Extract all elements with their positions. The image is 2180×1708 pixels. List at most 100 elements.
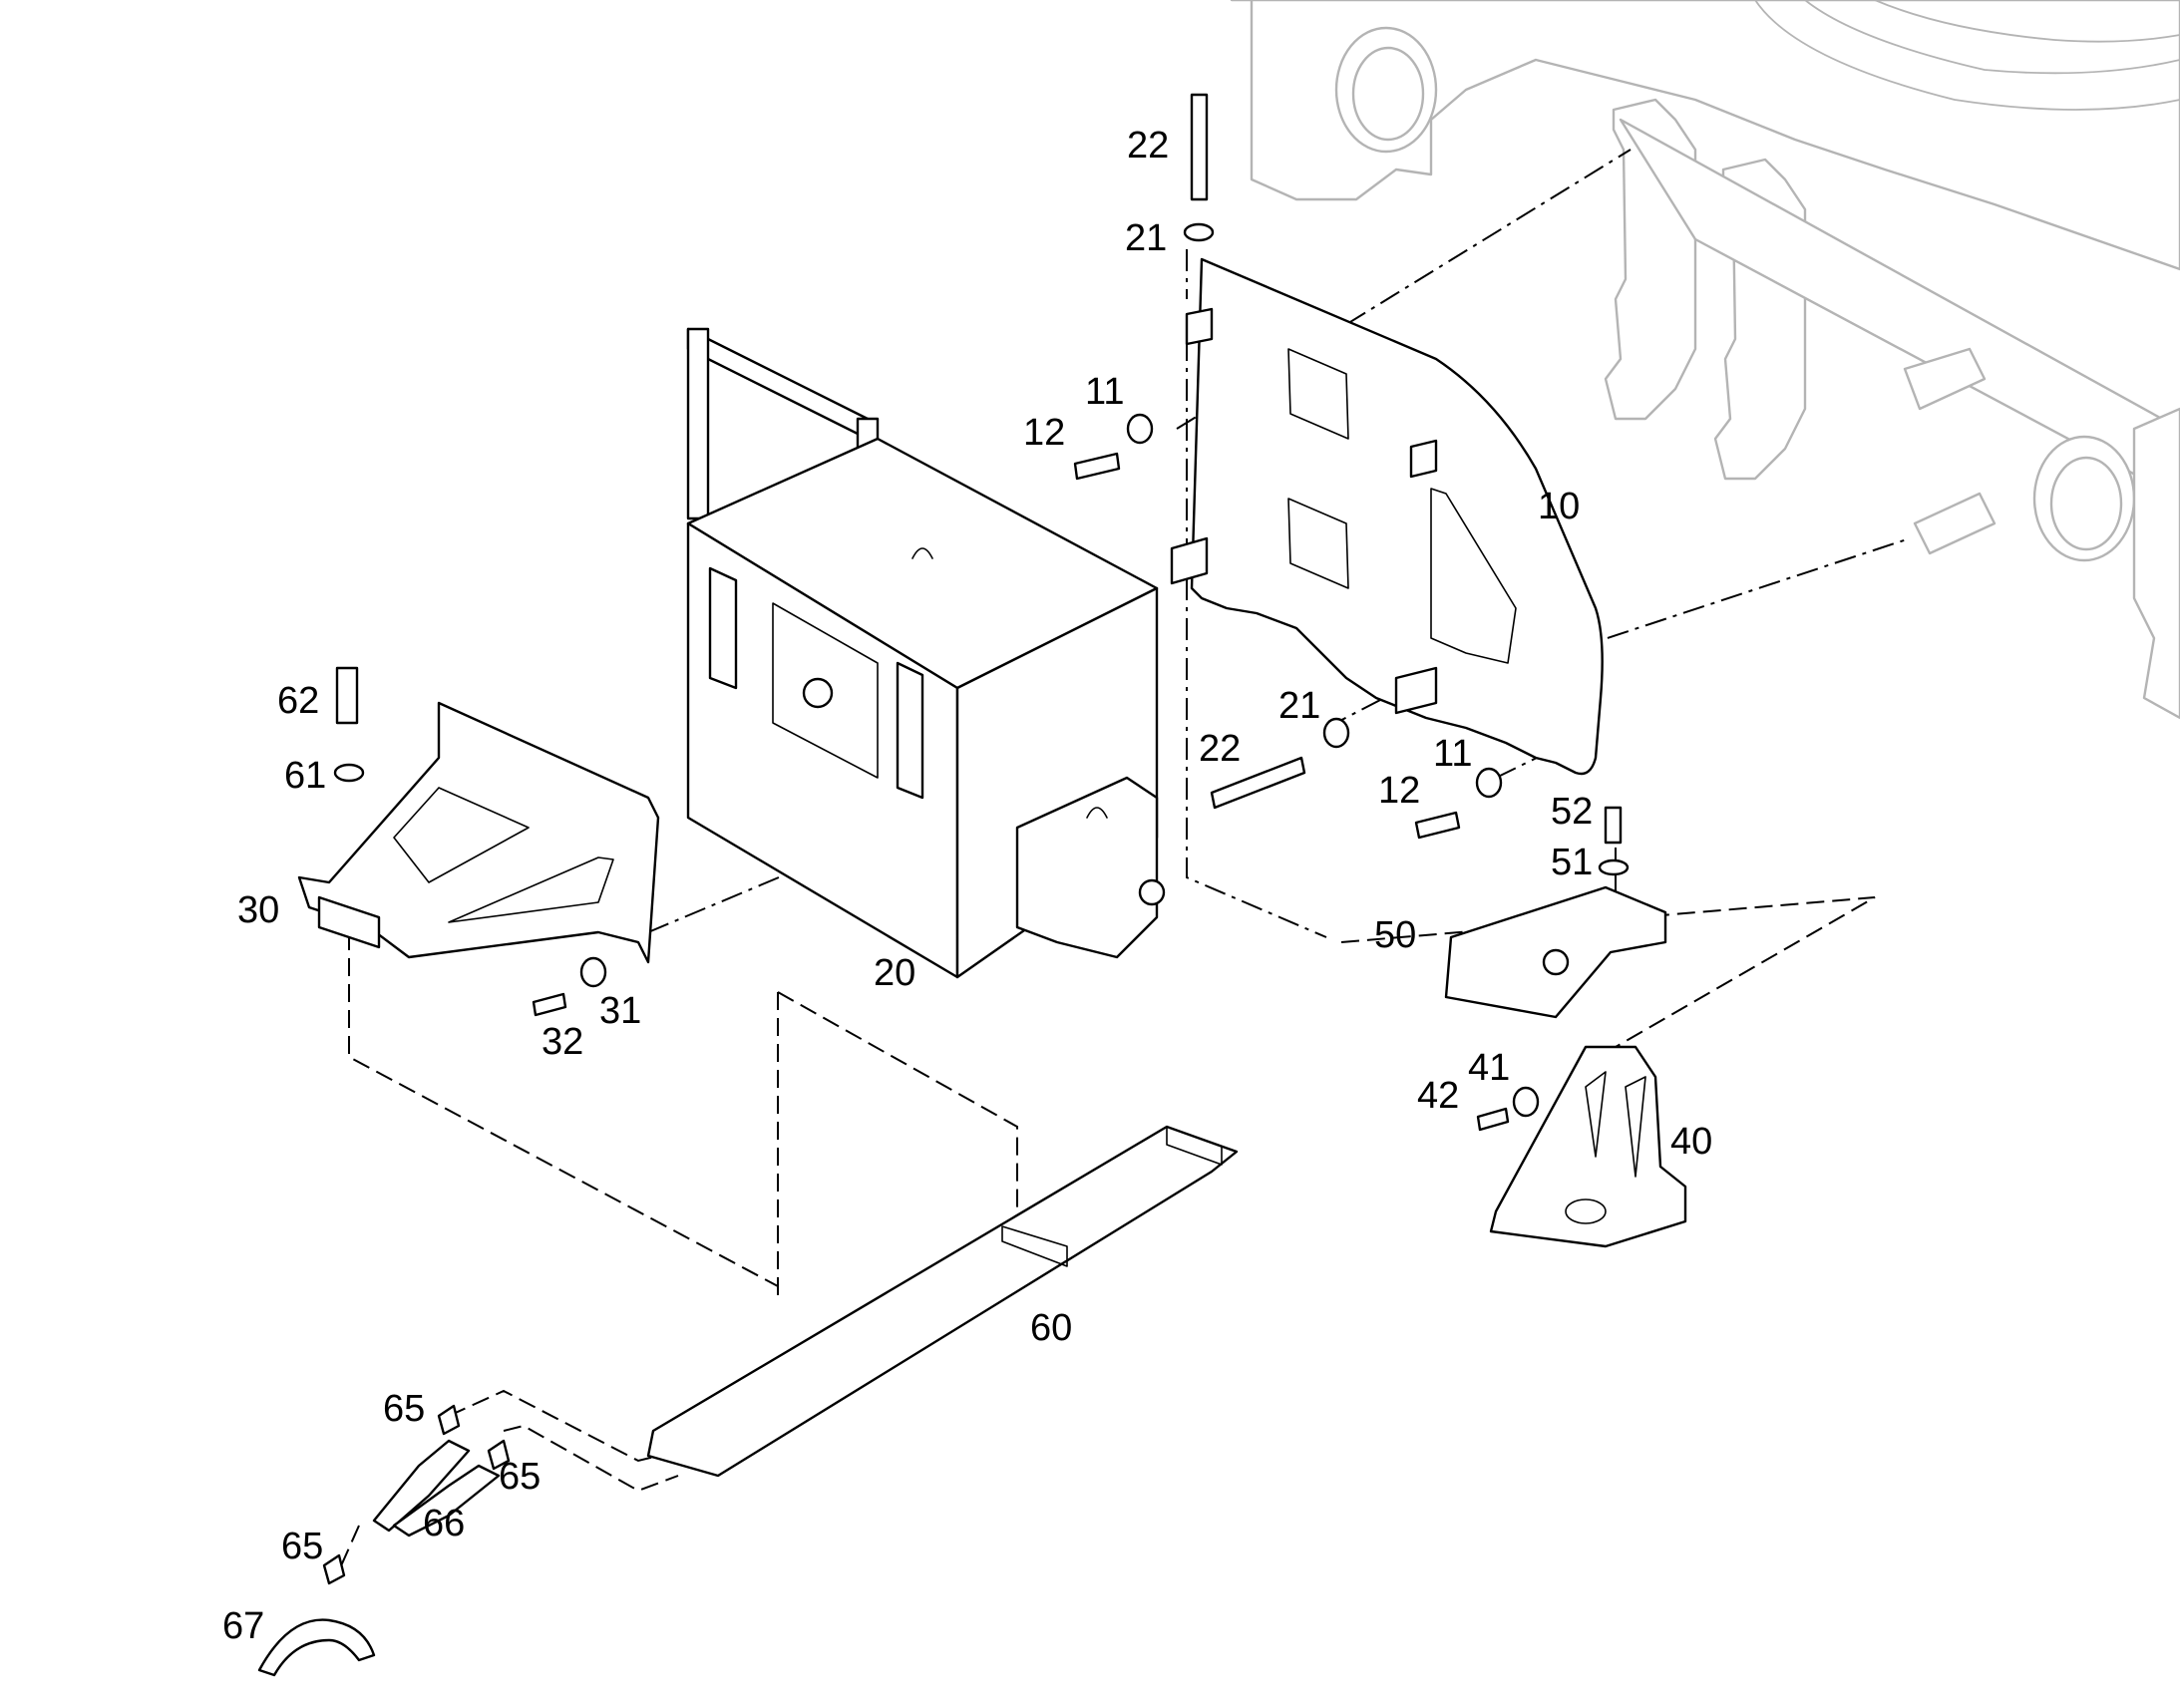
leader-10-post [1186, 339, 1327, 938]
bolt-12-lower [1414, 811, 1461, 840]
box-panel-plug [802, 677, 834, 709]
bracket-body [297, 701, 660, 964]
plate-block-right [1394, 666, 1438, 715]
frame-outline [1250, 0, 2180, 271]
box-front-panel [772, 602, 879, 779]
swing-ring-inner [1804, 0, 2180, 75]
part-40-lower-bracket [1489, 1045, 1687, 1248]
chain-66-link-b [392, 1464, 501, 1537]
part-50-cover [1444, 885, 1667, 1019]
clip-65b [487, 1439, 511, 1471]
part-10-mounting-plate [1170, 257, 1604, 776]
parts-66-67-chain-guard [257, 1439, 501, 1677]
box-strap-left [708, 566, 738, 690]
bolt-12-upper [1073, 452, 1121, 481]
bolt-52 [1604, 806, 1623, 845]
box-lid-handle [911, 547, 933, 559]
long-bar-pad-end [1166, 1126, 1223, 1166]
callout-22-lower: 22 [1199, 728, 1241, 770]
washer-41 [1512, 1086, 1540, 1118]
leader-50-to-40 [1340, 896, 1876, 1048]
callout-62: 62 [277, 680, 319, 722]
bolt-62 [335, 666, 359, 725]
washer-51 [1598, 858, 1630, 876]
long-bar-pad-mid [1001, 1225, 1068, 1267]
swing-ring-teeth [1874, 0, 2180, 43]
part-30-bracket [297, 701, 660, 964]
callout-31: 31 [599, 990, 641, 1032]
callout-61: 61 [284, 755, 326, 797]
callout-20: 20 [874, 952, 915, 994]
washer-31 [579, 956, 607, 988]
washer-21-top [1183, 222, 1215, 242]
part-20-battery-box [686, 327, 1166, 979]
leader-30-to-20 [647, 827, 899, 933]
box-strap-right [896, 661, 924, 800]
callout-10: 10 [1538, 486, 1580, 527]
lower-bracket-slot-b [1625, 1076, 1646, 1178]
frame-right-edge [2132, 407, 2180, 720]
bolt-22-horizontal [1210, 756, 1306, 810]
callout-42: 42 [1417, 1075, 1459, 1117]
callout-60: 60 [1030, 1307, 1072, 1349]
box-side-cover [1015, 776, 1159, 959]
swing-ring-outer [1754, 0, 2180, 111]
callout-65-upper: 65 [383, 1388, 425, 1430]
plate-window-upper [1287, 348, 1349, 440]
plate-block-mid [1409, 439, 1438, 479]
frame-bore-left-inner [1351, 46, 1425, 142]
lower-bracket-body [1489, 1045, 1687, 1248]
leader-65c [338, 1525, 360, 1571]
long-bar-body [646, 1125, 1239, 1478]
leader-60-post [777, 991, 1018, 1226]
washer-11-lower [1475, 767, 1503, 799]
washer-61 [333, 763, 365, 783]
frame-side-beam [1619, 118, 2180, 501]
callout-21-upper: 21 [1125, 217, 1167, 259]
cover-hole [1542, 948, 1570, 976]
plate-window-lower [1287, 498, 1349, 589]
bolt-22-vertical [1190, 93, 1209, 201]
callout-67: 67 [222, 1605, 264, 1647]
leader-30-to-60 [348, 932, 779, 1287]
plate-block-left [1170, 536, 1209, 585]
part-60-long-bar [646, 1125, 1239, 1478]
callout-65-lower: 65 [281, 1526, 323, 1567]
lower-bracket-slot-a [1585, 1071, 1607, 1158]
frame-bore-right-inner [2049, 456, 2123, 551]
callout-12-upper: 12 [1023, 412, 1065, 454]
frame-pin-upper [1903, 347, 1987, 411]
chain-66-link-a [372, 1439, 471, 1533]
bolt-42 [1476, 1107, 1510, 1132]
callout-11-lower: 11 [1433, 733, 1472, 775]
clip-65a [437, 1404, 461, 1436]
callout-32: 32 [542, 1021, 583, 1063]
bolt-32 [532, 992, 567, 1017]
clip-65c [322, 1553, 346, 1585]
washer-11-upper [1126, 413, 1154, 445]
callout-30: 30 [237, 889, 279, 931]
callout-labels: 10 11 11 12 12 20 21 21 22 22 30 31 32 4… [222, 125, 1712, 1647]
machine-frame-context [1230, 0, 2180, 720]
leader-65a [448, 1389, 659, 1463]
bracket-cutout-large [393, 787, 530, 883]
guard-67-body [257, 1618, 376, 1677]
callout-40: 40 [1670, 1121, 1712, 1163]
bracket-foot [317, 895, 381, 949]
box-side-plug [1138, 878, 1166, 906]
callout-51: 51 [1551, 842, 1593, 883]
callout-21-lower: 21 [1278, 685, 1320, 727]
callout-52: 52 [1551, 791, 1593, 833]
callout-65-right: 65 [499, 1456, 541, 1498]
callout-41: 41 [1468, 1047, 1510, 1089]
callout-12-lower: 12 [1378, 770, 1420, 812]
mounting-plate-body [1190, 257, 1604, 776]
callout-11-upper: 11 [1085, 371, 1124, 413]
box-frame-top-bar [686, 327, 870, 441]
callout-50: 50 [1374, 914, 1416, 956]
bracket-cutout-small [448, 856, 614, 923]
plate-block-top [1185, 307, 1214, 346]
leader-11b [1495, 755, 1542, 779]
callout-66: 66 [423, 1503, 465, 1544]
